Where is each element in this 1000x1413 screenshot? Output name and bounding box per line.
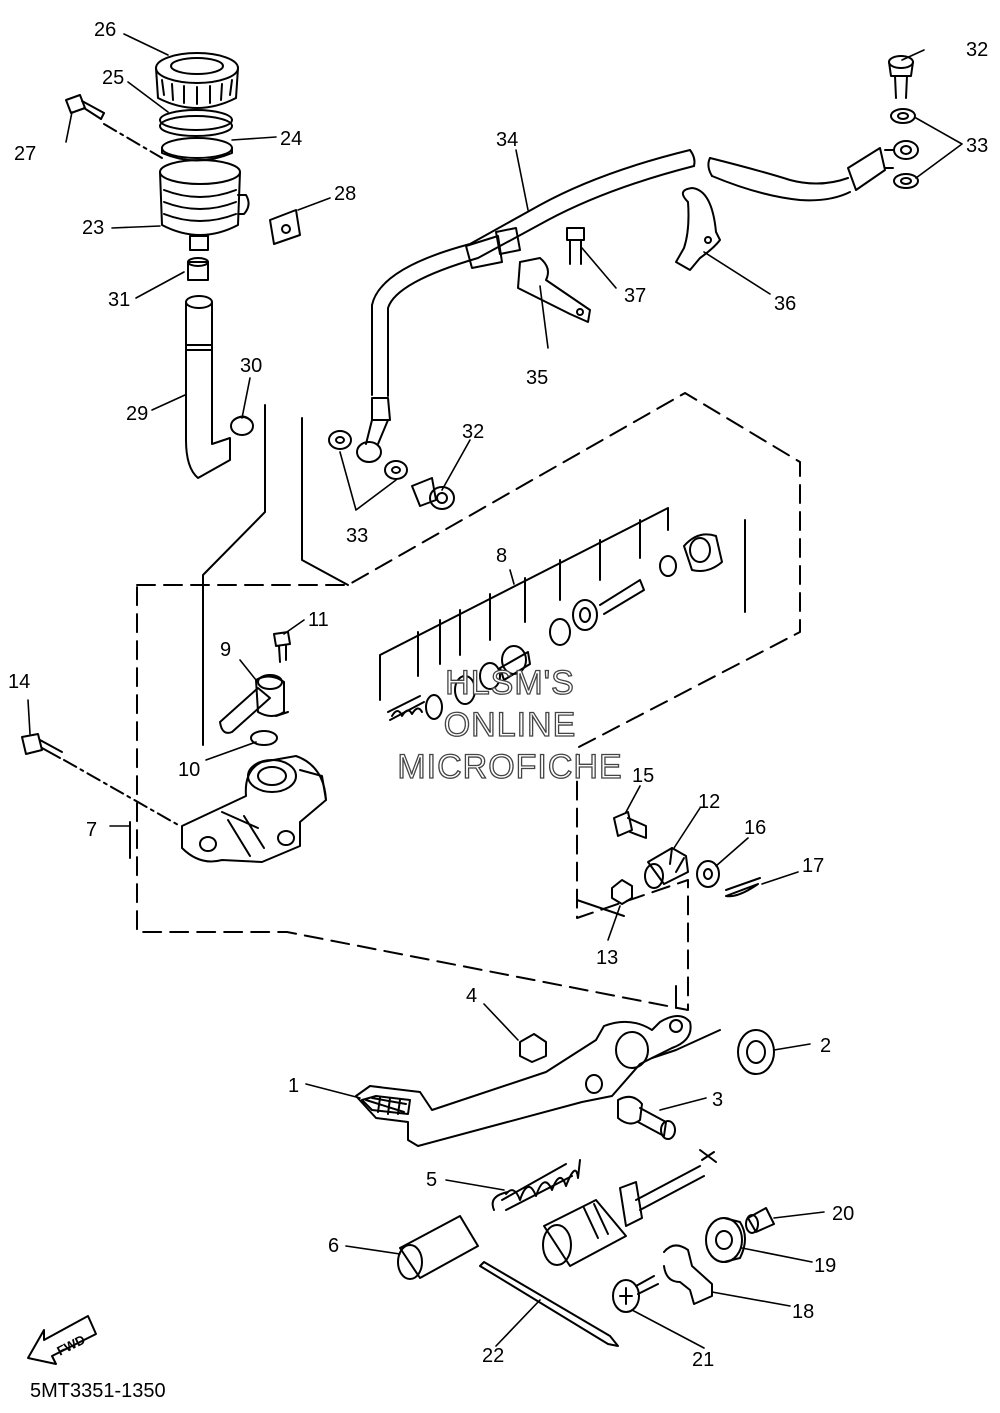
washer-part-2 [738,1030,774,1074]
callout-3: 3 [712,1089,723,1111]
callout-9: 9 [220,639,231,661]
o-ring-part-10 [251,731,277,745]
cable-tie-part-22 [480,1262,618,1346]
callout-19: 19 [814,1255,836,1277]
callout-32-lower: 32 [462,421,484,443]
callout-5: 5 [426,1169,437,1191]
brake-pedal-part-1 [356,1016,691,1146]
callout-17: 17 [802,855,824,877]
callout-18: 18 [792,1301,814,1323]
clevis-guide-box [577,900,624,916]
callout-22: 22 [482,1345,504,1367]
callout-35: 35 [526,367,548,389]
callout-15: 15 [632,765,654,787]
bolt-part-27 [66,95,104,119]
nut-part-13 [612,880,632,904]
callout-24: 24 [280,128,302,150]
callout-34: 34 [496,129,518,151]
callout-12: 12 [698,791,720,813]
leader-lines [28,34,962,1348]
callout-32-upper: 32 [966,39,988,61]
clevis-part-12 [645,848,688,888]
callout-2: 2 [820,1035,831,1057]
watermark-line-2: ONLINE [443,705,577,744]
master-cylinder-assembly-boundary [137,393,800,1010]
brake-switch-rod [620,1150,716,1226]
callout-21: 21 [692,1349,714,1371]
diaphragm-part-25 [160,110,232,136]
callout-27: 27 [14,143,36,165]
cotter-pin-part-17 [726,878,760,896]
callout-25: 25 [102,67,124,89]
brake-hose-part-34 [357,141,918,462]
plate-part-28 [270,210,300,244]
callout-23: 23 [82,217,104,239]
callout-11: 11 [308,609,329,631]
callout-28: 28 [334,183,356,205]
pin-part-15 [614,812,646,838]
callout-36: 36 [774,293,796,315]
bracket-part-35 [518,258,590,322]
callout-10: 10 [178,759,200,781]
fwd-arrow-icon: FWD [28,1316,96,1364]
diaphragm-plate-part-24 [162,138,232,161]
spring-part-5 [493,1160,580,1210]
part-callouts: 26 25 24 27 28 23 31 30 29 32 33 34 37 3… [8,19,988,1371]
clamp-part-36 [676,188,720,270]
watermark-line-1: HLSM'S [445,663,575,702]
callout-6: 6 [328,1235,339,1257]
callout-8: 8 [496,545,507,567]
clip-part-31 [188,258,208,280]
union-bolt-part-32-lower [412,478,454,509]
bolt-part-3 [618,1097,675,1139]
callout-26: 26 [94,19,116,41]
callout-29: 29 [126,403,148,425]
hose-joint-guide [203,405,265,745]
callout-4: 4 [466,985,477,1007]
brake-light-switch [543,1200,626,1266]
drawing-code: 5MT3351-1350 [30,1380,166,1402]
bushing-part-19 [706,1218,745,1262]
piston-kit-part-8 [380,508,745,720]
callout-20: 20 [832,1203,854,1225]
screw-part-21 [613,1276,658,1312]
hose-clip-part-30 [231,416,253,435]
callout-1: 1 [288,1075,299,1097]
callout-14: 14 [8,671,30,693]
collar-part-6 [398,1216,478,1279]
nut-part-4 [520,1034,546,1062]
bolt-27-chain-line [104,124,162,158]
union-bolt-part-32-upper [889,56,913,98]
screw-part-11 [274,632,290,662]
reservoir-tank-part-23 [160,160,249,250]
callout-37: 37 [624,285,646,307]
piston-kit-guide-box [302,418,348,585]
callout-33-upper: 33 [966,135,988,157]
callout-30: 30 [240,355,262,377]
callout-7: 7 [86,819,97,841]
callout-33-lower: 33 [346,525,368,547]
watermark-line-3: MICROFICHE [397,747,623,786]
pedal-link-line [652,986,720,1058]
hose-part-29 [186,296,230,478]
master-cylinder-part-7 [182,756,326,862]
bolt-part-14 [22,734,62,758]
bolt-14-chain-line [64,760,180,826]
washers-part-33-lower [329,431,407,479]
bracket-part-18 [664,1245,712,1304]
collar-part-20 [746,1208,774,1233]
callout-16: 16 [744,817,766,839]
washers-part-33-upper [891,109,918,188]
bolt-part-37 [567,228,584,264]
reservoir-cap-part-26 [156,53,238,108]
callout-13: 13 [596,947,618,969]
washer-part-16 [697,861,719,887]
hose-joint-part-9 [220,675,288,733]
callout-31: 31 [108,289,130,311]
